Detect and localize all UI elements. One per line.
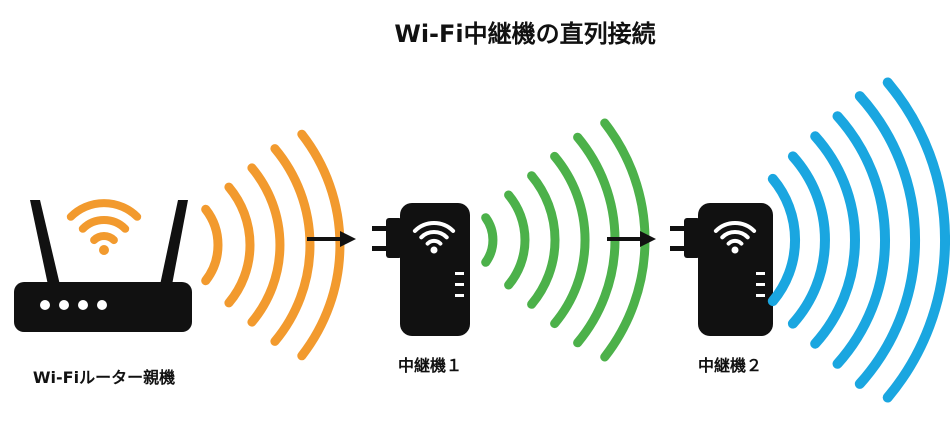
wifi-arc: [425, 238, 443, 246]
arrow-icon: [607, 231, 656, 247]
wifi-arc: [66, 199, 142, 221]
signal-wave-arc: [247, 163, 285, 327]
router-wifi-symbol-icon: [66, 199, 142, 255]
signal-wave-arc: [297, 129, 345, 361]
signal-wave-arc: [270, 144, 315, 346]
router-label: Wi-Fiルーター親機: [32, 368, 176, 387]
signal-wave-arc: [481, 213, 498, 267]
repeater-2-signal-waves: [767, 77, 950, 403]
signal-wave-arc: [882, 77, 950, 403]
wifi-dot: [731, 246, 739, 254]
wifi-icon: [412, 220, 456, 254]
wifi-arc: [78, 216, 130, 233]
signal-wave-arc: [787, 151, 830, 329]
repeater-2-label: 中継機２: [697, 356, 762, 375]
signal-wave-arc: [224, 182, 255, 308]
router-signal-waves: [201, 129, 345, 361]
repeater-1-icon: [372, 203, 470, 336]
wifi-dot: [430, 246, 438, 254]
wifi-arc: [713, 220, 757, 233]
signal-wave-arc: [550, 151, 590, 329]
wifi-arc: [419, 230, 449, 240]
arrow-icon: [307, 231, 356, 247]
signal-wave-arc: [854, 91, 921, 389]
wifi-arc: [726, 238, 744, 246]
wifi-arc: [412, 220, 456, 233]
signal-wave-arc: [527, 171, 560, 309]
signal-wave-arc: [504, 190, 530, 290]
wifi-icon: [713, 220, 757, 254]
signal-wave-arc: [832, 111, 891, 369]
signal-wave-arc: [767, 173, 800, 307]
signal-wave-arc: [201, 204, 223, 286]
wifi-arc: [720, 230, 750, 240]
diagram-title: Wi-Fi中継機の直列接続: [394, 20, 656, 48]
repeater-2-icon: [670, 203, 773, 336]
wifi-dot: [99, 245, 109, 255]
wifi-arc: [90, 232, 118, 245]
wifi-router-icon: [14, 199, 192, 332]
signal-wave-arc: [810, 131, 860, 349]
repeater-1-label: 中継機１: [397, 356, 462, 375]
